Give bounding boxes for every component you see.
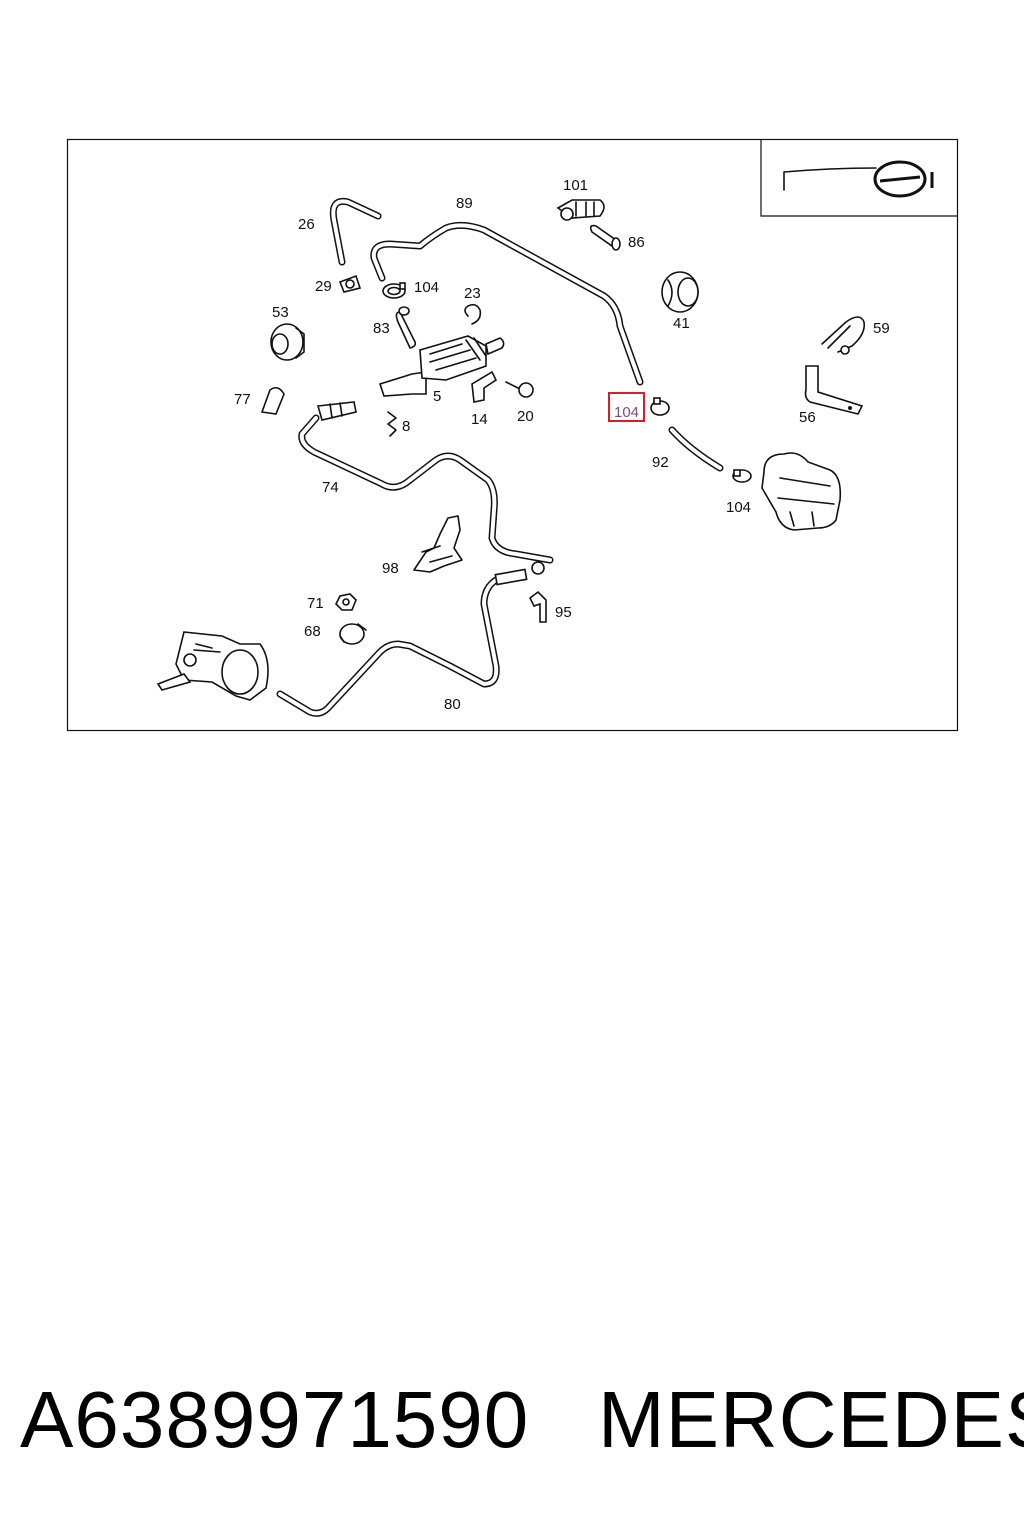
label-71: 71	[307, 595, 324, 612]
fluid-reservoir	[761, 452, 842, 531]
hose-clamp-104-top	[382, 282, 406, 299]
clamp-59	[821, 316, 866, 355]
label-41: 41	[673, 315, 690, 332]
label-83: 83	[373, 320, 390, 337]
label-80: 80	[444, 696, 461, 713]
label-68: 68	[304, 623, 321, 640]
label-20: 20	[517, 408, 534, 425]
diagram-frame	[66, 138, 959, 732]
label-98: 98	[382, 560, 399, 577]
bracket-98	[413, 515, 463, 573]
bush-68	[339, 623, 367, 645]
label-14: 14	[471, 411, 488, 428]
highlight-box	[608, 392, 645, 422]
label-56: 56	[799, 409, 816, 426]
label-95: 95	[555, 604, 572, 621]
footer-caption: A6389971590 MERCEDES	[0, 1372, 1024, 1468]
spring-clip-8	[387, 411, 397, 437]
nut-71	[335, 593, 357, 611]
clip-29	[338, 274, 362, 293]
label-74: 74	[322, 479, 339, 496]
label-104-highlighted: 104	[614, 404, 639, 421]
vehicle-location-inset	[760, 140, 957, 217]
label-53: 53	[272, 304, 289, 321]
pin-86	[589, 224, 621, 251]
line-80	[276, 576, 500, 717]
label-89: 89	[456, 195, 473, 212]
slave-cylinder	[156, 631, 269, 701]
fitting-74	[316, 401, 357, 421]
line-74	[298, 414, 554, 564]
brand-name: MERCEDES	[598, 1375, 1024, 1464]
label-5: 5	[433, 388, 441, 405]
label-104-low: 104	[726, 499, 751, 516]
fitting-101	[556, 199, 605, 221]
part-number: A6389971590	[20, 1375, 530, 1464]
boot-53	[270, 323, 305, 361]
label-23: 23	[464, 285, 481, 302]
label-26: 26	[298, 216, 315, 233]
bolt-20	[505, 381, 534, 398]
master-cylinder-5	[378, 335, 505, 397]
clip-95	[528, 590, 547, 623]
label-8: 8	[402, 418, 410, 435]
pipe-89	[370, 221, 644, 386]
sleeve-83	[395, 306, 417, 349]
hose-clamp-104-low	[732, 469, 752, 483]
grommet-41	[661, 271, 699, 313]
hose-92	[668, 426, 724, 472]
hose-clamp-104-mid	[650, 397, 670, 416]
bleeder-77	[260, 386, 285, 415]
label-77: 77	[234, 391, 251, 408]
circlip-23	[464, 303, 482, 325]
label-92: 92	[652, 454, 669, 471]
pipe-26	[329, 197, 382, 266]
label-59: 59	[873, 320, 890, 337]
label-104-top: 104	[414, 279, 439, 296]
label-101: 101	[563, 177, 588, 194]
fitting-80	[494, 561, 545, 586]
label-86: 86	[628, 234, 645, 251]
label-29: 29	[315, 278, 332, 295]
bracket-56	[804, 365, 864, 415]
bracket-14	[471, 370, 498, 403]
parts-diagram: 26 89 101 86 29 104 23 53 83 41 59 77 5 …	[66, 138, 959, 732]
